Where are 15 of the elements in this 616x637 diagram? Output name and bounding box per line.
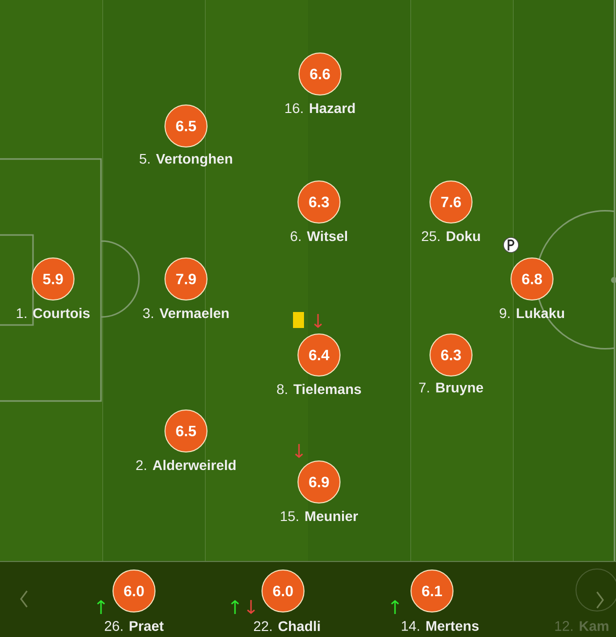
player-name: 12. Kam (555, 621, 608, 631)
player-name: 15. Meunier (280, 510, 358, 522)
player-name: 3. Vermaelen (143, 308, 229, 318)
player-name: 22. Chadli (254, 620, 320, 632)
player-name: 14. Mertens (402, 621, 479, 631)
player-name: 7. Bruyne (419, 382, 484, 396)
player-name: 1. Courtois (16, 308, 90, 318)
player-name: 26. Praet (104, 621, 164, 631)
player-name: 9. Lukaku (500, 308, 564, 318)
player-name: 16. Hazard (285, 102, 355, 114)
player-name: 2. Alderweireld (136, 460, 236, 470)
player-name: 5. Vertonghen (140, 153, 232, 167)
player-name: 8. Tielemans (277, 384, 361, 394)
player-name: 25. Doku (422, 230, 480, 242)
player-name: 6. Witsel (290, 230, 347, 242)
